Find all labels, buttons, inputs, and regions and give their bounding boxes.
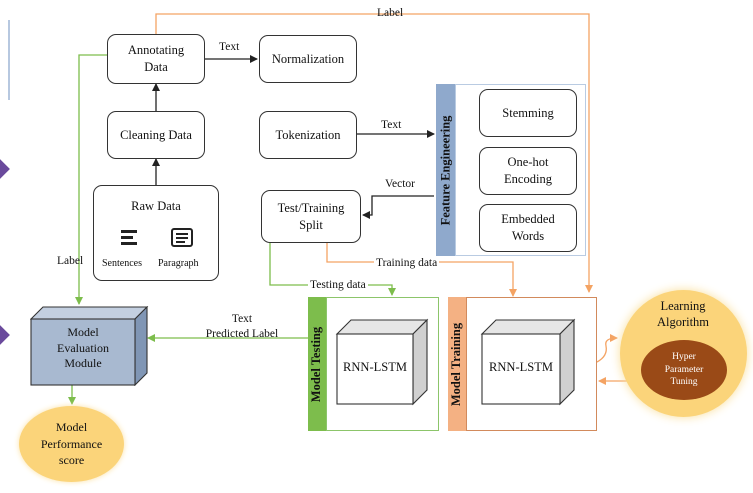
rnn-training-label: RNN-LSTM <box>489 360 553 374</box>
embedded-node: Embedded Words <box>479 204 577 252</box>
learning-algorithm-label: Learning Algorithm <box>656 299 710 330</box>
raw-data-title: Raw Data <box>131 199 181 213</box>
performance-node: Model Performance score <box>19 406 124 482</box>
edge-label-left <box>75 54 107 305</box>
training-data-label: Training data <box>374 256 440 271</box>
model-training-tab: Model Training <box>448 297 466 431</box>
rnn-testing-cube <box>335 318 429 406</box>
model-training-panel <box>466 297 597 431</box>
normalization-node: Normalization <box>259 35 357 83</box>
model-testing-tab: Model Testing <box>308 297 326 431</box>
text-label-token: Text <box>381 119 402 131</box>
text-label-annot: Text <box>219 41 240 53</box>
eval-module-shape <box>30 306 149 386</box>
annotating-data-node: Annotating Data <box>107 34 205 84</box>
stemming-node: Stemming <box>479 89 577 137</box>
split-node: Test/Training Split <box>261 190 361 243</box>
rnn-testing-label: RNN-LSTM <box>343 360 407 374</box>
model-testing-panel <box>326 297 439 431</box>
eval-module-label: Model Evaluation Module <box>57 325 109 371</box>
rnn-training-cube <box>480 318 576 406</box>
onehot-node: One-hot Encoding <box>479 147 577 195</box>
testing-data-label: Testing data <box>308 278 368 293</box>
paragraph-icon <box>171 228 193 247</box>
feature-engineering-tab: Feature Engineering <box>436 84 455 256</box>
model-testing-label: Model Testing <box>309 326 324 402</box>
sentences-icon <box>121 230 137 245</box>
edge-training-learning <box>596 334 618 363</box>
label-top-text: Label <box>377 7 404 19</box>
hyper-parameter-node: Hyper Parameter Tuning <box>641 340 727 400</box>
raw-data-node: Raw Data Sentences Paragraph <box>93 185 219 281</box>
edge-label-top <box>155 13 593 293</box>
paragraph-label: Paragraph <box>158 258 199 269</box>
cleaning-data-node: Cleaning Data <box>107 111 205 159</box>
edge-feature-split <box>362 195 434 219</box>
predicted-label-text: Text Predicted Label <box>205 313 279 340</box>
model-training-label: Model Training <box>449 322 464 406</box>
tokenization-node: Tokenization <box>259 111 357 159</box>
feature-engineering-label: Feature Engineering <box>438 115 453 225</box>
sentences-label: Sentences <box>102 258 142 269</box>
label-left-text: Label <box>57 255 84 267</box>
vector-label: Vector <box>385 178 416 190</box>
